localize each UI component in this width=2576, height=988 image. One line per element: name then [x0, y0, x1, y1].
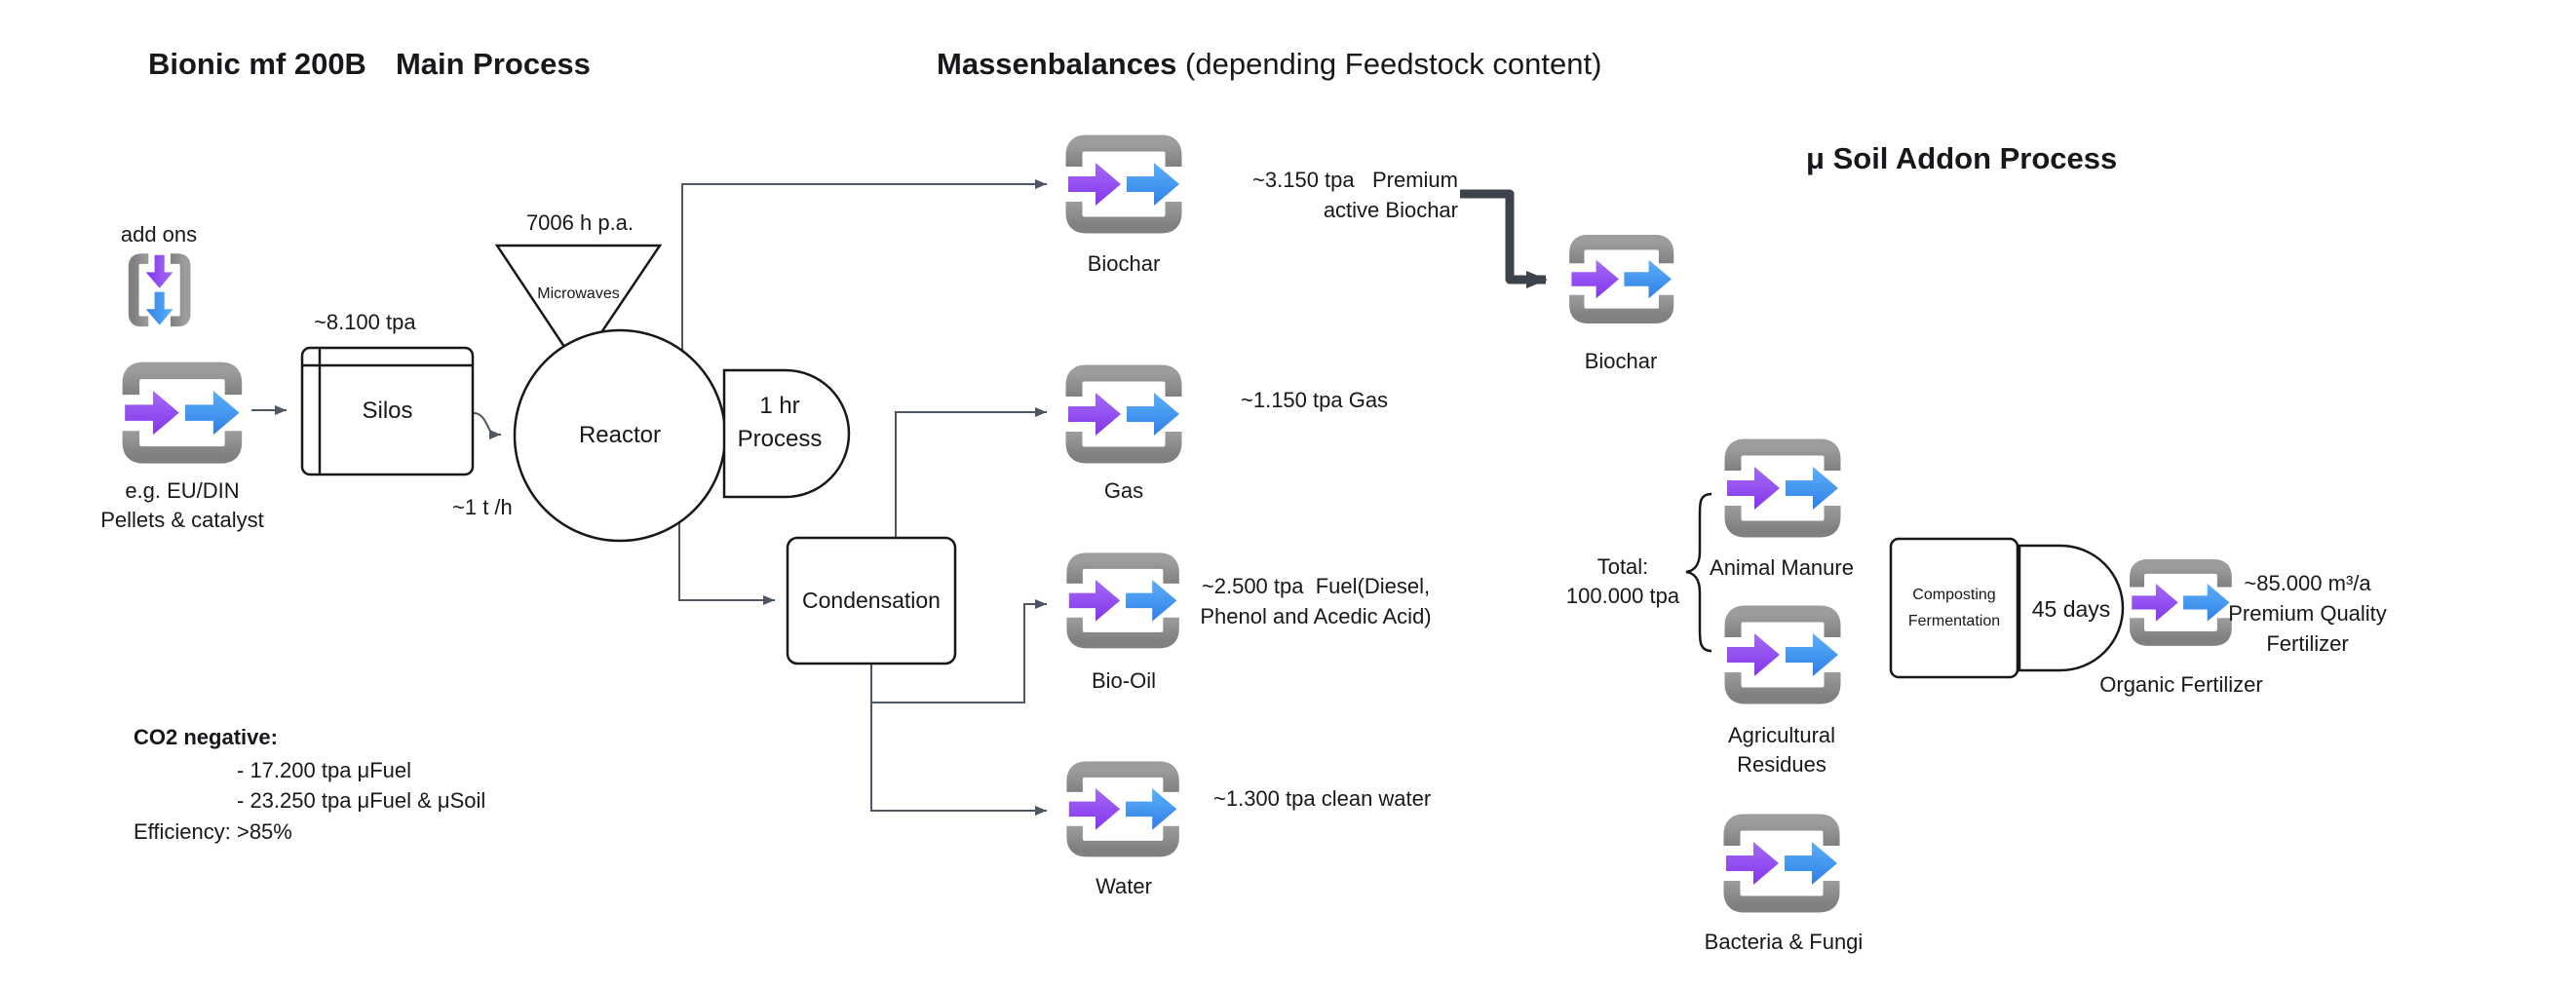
- gas-output-icon: [1068, 373, 1179, 455]
- delay-1hr-shape: [722, 368, 851, 499]
- condensation-shape: [786, 536, 957, 665]
- add-ons-label: add ons: [120, 222, 198, 247]
- mass-title-normal: (depending Feedstock content): [1176, 47, 1602, 81]
- biochar-amount-line2: active Biochar: [1323, 198, 1458, 222]
- connector-biochar-transfer: [1460, 189, 1548, 288]
- gas-output-label: Gas: [1103, 478, 1144, 503]
- bio-oil-output-icon: [1069, 561, 1177, 640]
- soil-biochar-input-icon: [1571, 243, 1672, 317]
- fertilizer-output-line2: Premium Quality: [2228, 601, 2387, 626]
- organic-fertilizer-output-icon: [2132, 566, 2229, 638]
- delay-1hr-line1: 1 hr: [759, 393, 800, 419]
- connector-condensation-gas: [895, 407, 1047, 538]
- main-title-process: Main Process: [395, 47, 591, 81]
- microwaves-triangle: [494, 244, 663, 370]
- co2-line1: - 17.200 tpa μFuel: [237, 758, 412, 782]
- total-line1: Total:: [1596, 554, 1649, 579]
- composting-shape: [1889, 537, 2019, 679]
- silos-label: Silos: [362, 398, 413, 424]
- connector-condensation-biooil: [871, 599, 1047, 703]
- feedstock-input-icon: [125, 370, 239, 455]
- feedstock-label-line2: Pellets & catalyst: [100, 508, 264, 532]
- biochar-output-label: Biochar: [1087, 251, 1161, 276]
- silos-output-rate: ~1 t /h: [452, 495, 513, 519]
- animal-manure-input-icon: [1727, 447, 1838, 529]
- delay-45days-shape: [2018, 544, 2125, 672]
- total-line2: 100.000 tpa: [1565, 584, 1680, 608]
- organic-fertilizer-label: Organic Fertilizer: [2099, 672, 2263, 697]
- mass-balances-title: Massenbalances (depending Feedstock cont…: [937, 47, 1601, 82]
- soil-biochar-label: Biochar: [1584, 349, 1658, 373]
- co2-line2: - 23.250 tpa μFuel & μSoil: [237, 788, 486, 813]
- soil-addon-title: μ Soil Addon Process: [1806, 141, 2118, 175]
- bacteria-fungi-label: Bacteria & Fungi: [1704, 930, 1864, 954]
- add-ons-icon: [134, 255, 185, 325]
- fertilizer-output-line1: ~85.000 m³/a: [2244, 571, 2371, 595]
- silos-shape: [300, 346, 475, 476]
- water-amount: ~1.300 tpa clean water: [1213, 786, 1432, 811]
- co2-efficiency: Efficiency: >85%: [134, 819, 292, 844]
- bio-oil-amount-line1: ~2.500 tpa Fuel(Diesel,: [1201, 574, 1431, 598]
- reactor-label: Reactor: [578, 422, 662, 448]
- agricultural-residues-label-line1: Agricultural: [1727, 723, 1836, 747]
- delay-1hr-label: 1 hr Process: [721, 390, 838, 456]
- main-process-title: Bionic mf 200B Main Process: [148, 47, 591, 82]
- bio-oil-amount-line2: Phenol and Acedic Acid): [1200, 604, 1432, 628]
- connector-reactor-biochar: [681, 179, 1047, 351]
- fertilizer-output-line3: Fertilizer: [2266, 631, 2349, 656]
- delay-45days-label: 45 days: [2031, 596, 2111, 622]
- feedstock-label-line1: e.g. EU/DIN: [125, 478, 240, 503]
- silos-input-rate: ~8.100 tpa: [314, 310, 416, 334]
- microwave-hours: 7006 h p.a.: [525, 210, 634, 235]
- connector-condensation-water: [870, 664, 1047, 816]
- biochar-amount-line1: ~3.150 tpa Premium: [1252, 168, 1458, 192]
- connector-silos-reactor: [473, 412, 501, 439]
- main-title-product: Bionic mf 200B: [148, 47, 366, 81]
- total-brace: [1685, 492, 1712, 653]
- composting-line2: Fermentation: [1907, 613, 2001, 629]
- mass-title-bold: Massenbalances: [937, 47, 1177, 81]
- delay-1hr-line2: Process: [737, 426, 823, 452]
- agricultural-residues-label-line2: Residues: [1737, 752, 1826, 777]
- microwaves-label: Microwaves: [537, 285, 620, 302]
- water-output-label: Water: [1096, 874, 1152, 898]
- condensation-label: Condensation: [802, 588, 941, 613]
- co2-heading: CO2 negative:: [134, 725, 278, 749]
- gas-amount: ~1.150 tpa Gas: [1241, 388, 1389, 412]
- biochar-output-icon: [1068, 143, 1179, 225]
- connector-reactor-condensation: [678, 522, 775, 605]
- bacteria-fungi-input-icon: [1726, 822, 1837, 904]
- composting-line1: Composting: [1912, 587, 1996, 603]
- bio-oil-output-label: Bio-Oil: [1091, 668, 1156, 693]
- animal-manure-label: Animal Manure: [1710, 555, 1854, 580]
- water-output-icon: [1069, 770, 1177, 849]
- agricultural-residues-input-icon: [1727, 614, 1838, 696]
